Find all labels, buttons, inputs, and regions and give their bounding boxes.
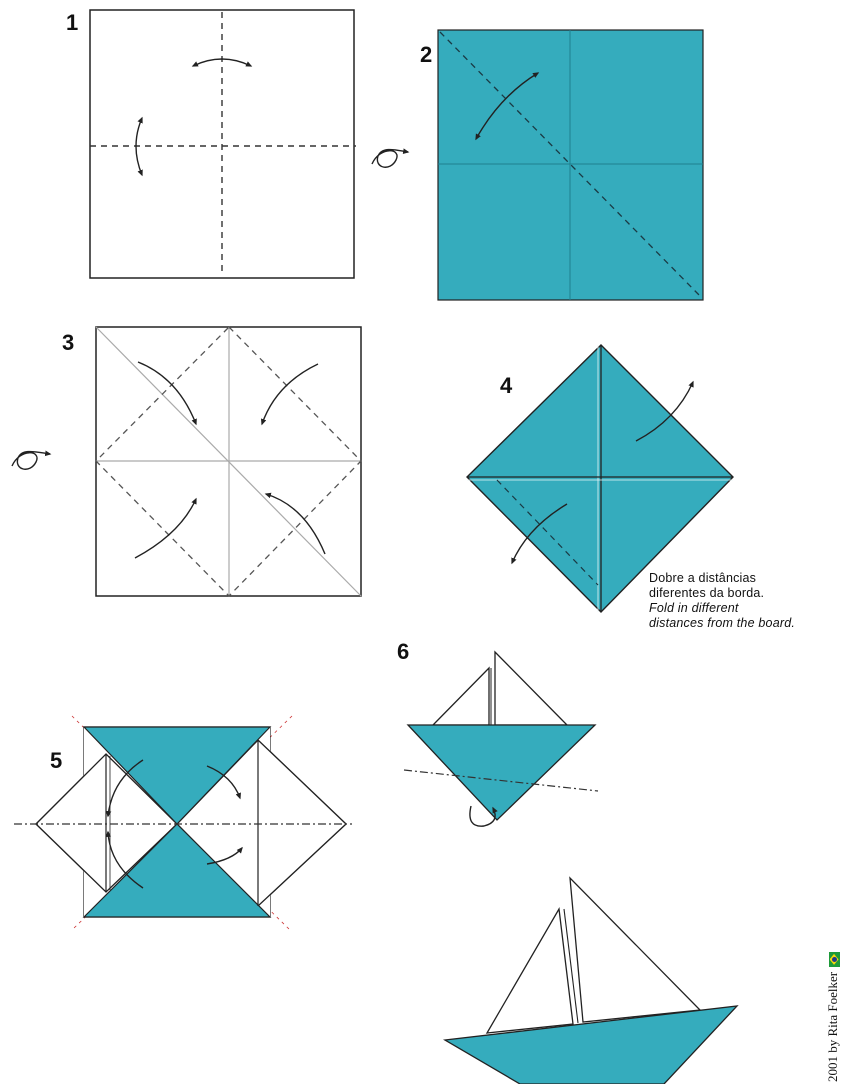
fold-arrow-icon — [137, 361, 197, 426]
step-4-valley-fold — [496, 479, 599, 586]
step-2-number: 2 — [420, 42, 432, 67]
fold-arrow-icon — [511, 503, 568, 565]
step-4-number: 4 — [500, 373, 513, 398]
step-6: 6 — [397, 639, 599, 827]
note-portuguese-line-1: Dobre a distâncias — [649, 571, 757, 585]
step-3: 3 — [62, 326, 362, 597]
step-5-bottom-triangle — [82, 823, 272, 918]
step-6-small-sail — [431, 666, 490, 726]
step-2-diagonal-valley-fold — [439, 31, 703, 299]
final-boat — [442, 876, 739, 1084]
step-3-valley-fold-diamond — [95, 326, 362, 597]
fold-arrow-icon — [105, 759, 144, 818]
step-6-large-sail — [494, 650, 569, 726]
final-boat-large-sail — [569, 876, 702, 1023]
step-6-mountain-fold — [403, 769, 599, 792]
step-4-instruction-note: Dobre a distâncias diferentes da borda. … — [649, 571, 849, 631]
fold-arrow-icon — [475, 72, 540, 141]
fold-arrow-icon — [135, 116, 143, 177]
step-6-number: 6 — [397, 639, 409, 664]
final-boat-hull — [442, 1005, 739, 1084]
step-1-number: 1 — [66, 10, 78, 35]
final-boat-mast — [563, 908, 579, 1024]
fold-arrow-icon — [105, 830, 144, 889]
turn-over-icon — [11, 450, 52, 470]
step-2: 2 — [420, 29, 704, 301]
fold-arrow-icon — [260, 363, 319, 426]
note-english-line-2: distances from the board. — [649, 616, 796, 630]
turn-over-icon — [371, 148, 410, 168]
step-3-crease-diagonal — [95, 326, 362, 597]
step-5-number: 5 — [50, 748, 62, 773]
credit-text: 2001 by Rita Foelker — [825, 971, 840, 1082]
fold-arrow-icon — [206, 765, 241, 800]
fold-arrow-icon — [264, 492, 326, 555]
fold-arrow-icon — [206, 846, 243, 865]
step-1: 1 — [66, 9, 356, 279]
brazil-flag-icon — [828, 951, 840, 967]
note-english-line-1: Fold in different — [649, 601, 739, 615]
step-3-number: 3 — [62, 330, 74, 355]
copyright-credit: 2001 by Rita Foelker — [825, 951, 841, 1082]
fold-arrow-icon — [134, 497, 197, 559]
final-boat-small-sail — [485, 906, 574, 1034]
note-portuguese-line-2: diferentes da borda. — [649, 586, 765, 600]
step-4: 4 — [466, 344, 734, 613]
fold-arrow-icon — [469, 805, 498, 827]
fold-arrow-icon — [635, 380, 694, 442]
fold-arrow-icon — [191, 58, 253, 67]
step-6-hull — [406, 724, 597, 821]
step-5: 5 — [14, 715, 352, 931]
